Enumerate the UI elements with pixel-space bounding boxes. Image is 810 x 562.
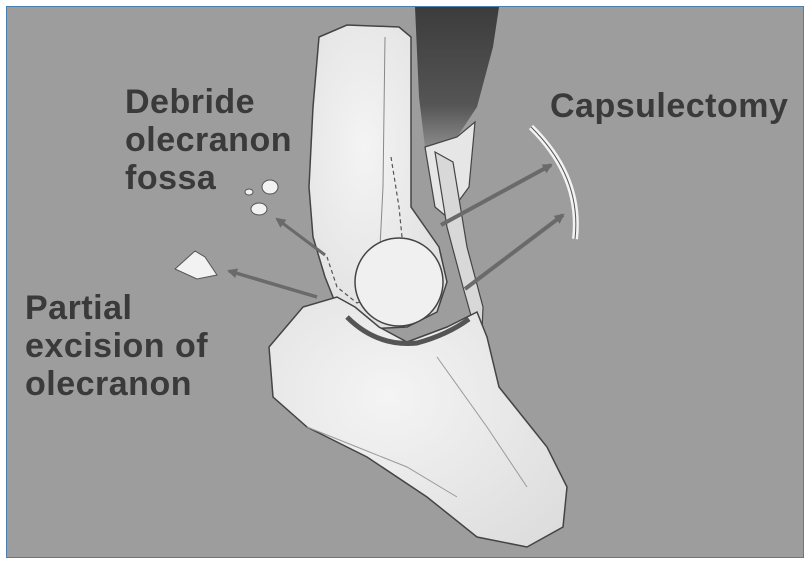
label-line: Partial [25,289,208,327]
triceps-muscle [415,7,499,147]
arrow-partial-excision [229,271,317,297]
excised-olecranon-fragment [175,251,217,279]
label-line: fossa [125,159,292,197]
label-debride-olecranon-fossa: Debride olecranon fossa [125,83,292,197]
illustration-frame: Debride olecranon fossa Capsulectomy Par… [6,6,804,558]
label-partial-excision: Partial excision of olecranon [25,289,208,403]
ulna-bone [269,297,567,547]
label-line: Debride [125,83,292,121]
trochlea [355,238,443,326]
label-capsulectomy: Capsulectomy [550,87,788,125]
arrow-capsulectomy-2 [465,215,563,289]
label-line: olecranon [25,365,208,403]
label-line: olecranon [125,121,292,159]
label-line: excision of [25,327,208,365]
loose-body-2 [251,203,267,215]
label-line: Capsulectomy [550,87,788,125]
